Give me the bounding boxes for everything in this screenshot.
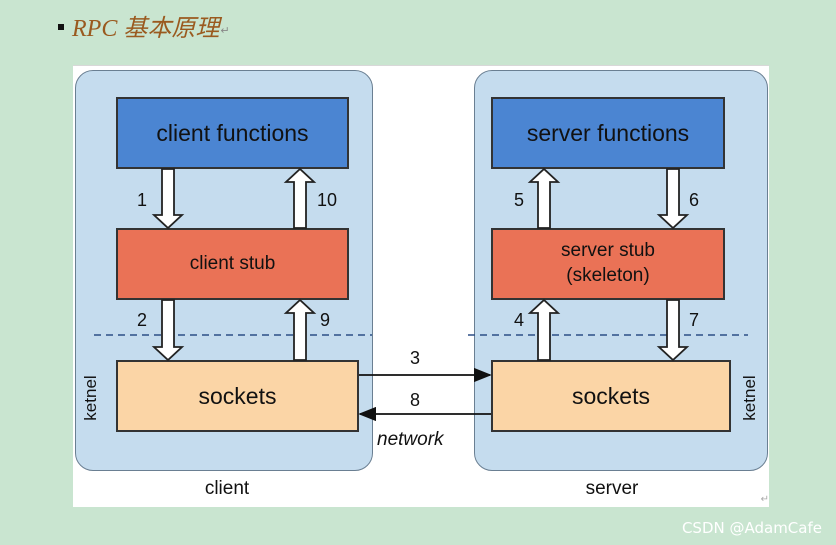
step-9-label: 9	[320, 310, 331, 330]
client-sockets-box: sockets	[116, 360, 359, 432]
client-functions-label: client functions	[156, 119, 309, 146]
arrow-up-5	[527, 167, 561, 229]
client-functions-box: client functions	[116, 97, 349, 169]
step-7-label: 7	[689, 310, 700, 330]
server-functions-box: server functions	[491, 97, 725, 169]
watermark: CSDN @AdamCafe	[681, 519, 822, 537]
paragraph-mark-icon: ↵	[760, 494, 769, 505]
step-4-label: 4	[514, 310, 525, 330]
server-functions-label: server functions	[526, 119, 690, 146]
arrow-up-10	[283, 167, 317, 229]
server-sockets-label: sockets	[572, 382, 650, 409]
arrow-down-2	[151, 299, 185, 362]
step-3-label: 3	[410, 348, 421, 368]
step-5-label: 5	[514, 190, 525, 210]
server-sockets-box: sockets	[491, 360, 731, 432]
server-host-label: server	[585, 478, 639, 499]
network-label: network	[377, 429, 444, 450]
slide-title: RPC 基本原理	[72, 16, 220, 42]
rpc-diagram: client functions client stub sockets ser…	[73, 65, 769, 507]
paragraph-mark-icon: ↵	[220, 25, 230, 37]
arrow-up-9	[283, 298, 317, 361]
step-1-label: 1	[137, 190, 148, 210]
arrow-down-7	[656, 299, 690, 362]
step-8-label: 8	[410, 390, 421, 410]
bullet-icon	[58, 24, 64, 30]
client-stub-box: client stub	[116, 228, 349, 300]
diagram-arrows	[94, 167, 748, 422]
step-6-label: 6	[689, 190, 700, 210]
client-sockets-label: sockets	[198, 382, 277, 409]
client-stub-label: client stub	[189, 252, 276, 274]
step-2-label: 2	[137, 310, 148, 330]
arrow-down-6	[656, 168, 690, 230]
slide-heading: RPC 基本原理 ↵	[58, 8, 230, 43]
server-stub-box: server stub (skeleton)	[491, 228, 725, 300]
step-10-label: 10	[317, 190, 338, 210]
arrow-up-4	[527, 298, 561, 361]
server-kernel-label: ketnel	[740, 375, 759, 421]
server-stub-label: server stub (skeleton)	[561, 240, 655, 286]
client-kernel-label: ketnel	[81, 375, 100, 421]
arrow-down-1	[151, 168, 185, 230]
client-host-label: client	[204, 478, 250, 499]
